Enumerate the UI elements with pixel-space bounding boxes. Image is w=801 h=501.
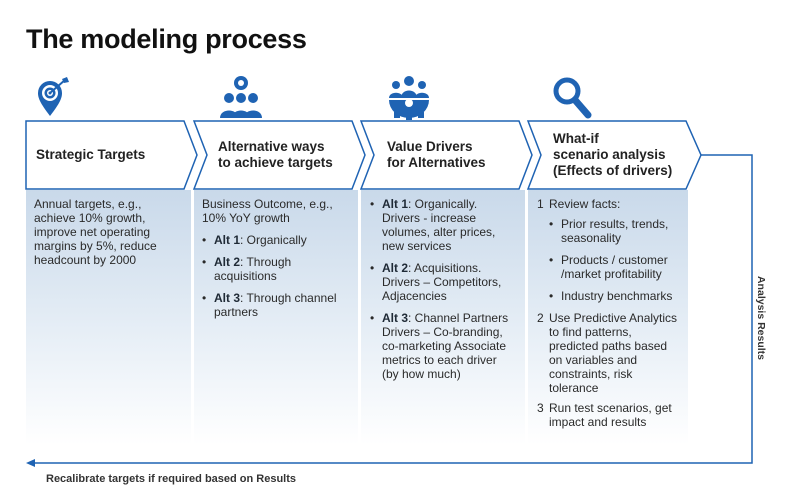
step-label-alternative-ways: Alternative ways to achieve targets	[218, 139, 333, 170]
magnifier-icon	[553, 77, 592, 119]
driver-item: Alt 3: Channel Partners Drivers – Co-bra…	[370, 311, 512, 381]
driver-item: Alt 1: Organically. Drivers - increase v…	[370, 197, 512, 253]
step-label-what-if: What-if scenario analysis (Effects of dr…	[553, 131, 673, 178]
step-label-strategic-targets: Strategic Targets	[36, 147, 146, 162]
value-drivers-text: Alt 1: Organically. Drivers - increase v…	[370, 197, 512, 389]
alternative-ways-text: Business Outcome, e.g., 10% YoY growth A…	[202, 197, 342, 327]
fact-item: Products / customer /market profitabilit…	[537, 253, 682, 281]
chevron-strategic-targets	[25, 120, 198, 190]
alt-item: Alt 3: Through channel partners	[202, 291, 342, 319]
alt-item: Alt 1: Organically	[202, 233, 342, 247]
analysis-results-label: Analysis Results	[755, 275, 767, 361]
business-outcome-text: Business Outcome, e.g., 10% YoY growth	[202, 197, 333, 225]
feedback-arrowhead	[26, 459, 35, 467]
chevron-what-if	[526, 120, 702, 190]
alt-item: Alt 2: Through acquisitions	[202, 255, 342, 283]
chevron-alternative-ways	[192, 120, 366, 190]
column-strategic-targets	[26, 190, 191, 445]
feedback-loop-line	[34, 154, 753, 464]
gear-people-icon	[389, 76, 429, 120]
team-icon	[220, 76, 262, 118]
chevron-value-drivers	[359, 120, 533, 190]
fact-item: Industry benchmarks	[537, 289, 682, 303]
page-title: The modeling process	[26, 24, 307, 54]
step-label-value-drivers: Value Drivers for Alternatives	[387, 139, 486, 170]
recalibrate-label: Recalibrate targets if required based on…	[46, 473, 297, 485]
target-icon	[38, 77, 69, 116]
driver-item: Alt 2: Acquisitions. Drivers – Competito…	[370, 261, 512, 303]
fact-item: Prior results, trends, seasonality	[537, 217, 682, 245]
strategic-targets-text: Annual targets, e.g., achieve 10% growth…	[34, 197, 157, 267]
